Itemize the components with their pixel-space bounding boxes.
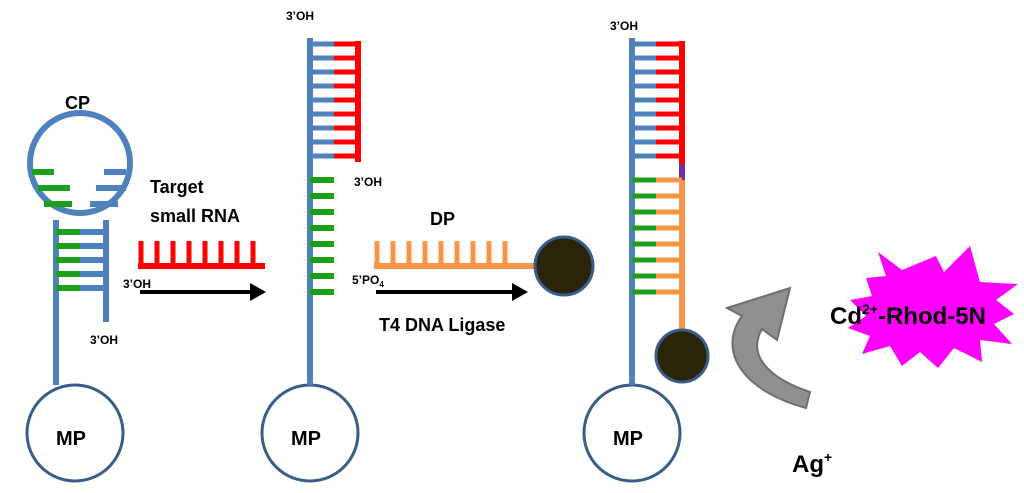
mp-label-2: MP <box>291 428 321 450</box>
cp-3oh-label: 3’OH <box>90 333 118 347</box>
panel3-green-pairs <box>632 177 682 295</box>
target-label-line1: Target <box>150 177 204 197</box>
panel2-3oh-top: 3’OH <box>286 9 314 23</box>
reaction-arrow-2 <box>376 283 528 301</box>
fluorescence-burst <box>848 246 1018 368</box>
cp-stem-pairs <box>56 229 106 291</box>
panel-3-ligated: 3’OH MP <box>582 19 710 483</box>
silver-nanoparticle-1 <box>533 235 595 297</box>
cd-rhod-label: Cd2+-Rhod-5N <box>830 301 986 330</box>
mp-label-1: MP <box>56 428 86 450</box>
detection-probe <box>374 235 595 297</box>
ag-ion-label: Ag+ <box>792 449 832 478</box>
ligase-label: T4 DNA Ligase <box>379 315 505 335</box>
cp-loop <box>27 110 133 216</box>
target-3oh-label: 3’OH <box>123 277 151 291</box>
dp-5po4-label: 5’PO4 <box>352 273 384 289</box>
panel-1-capture-probe: CP 3’OH MP <box>25 93 133 483</box>
panel2-green-bases <box>310 177 334 295</box>
panel2-3oh-mid: 3’OH <box>354 175 382 189</box>
silver-nanoparticle-2 <box>654 328 710 384</box>
cp-loop-bases <box>32 169 126 207</box>
panel2-red-pairs <box>310 41 358 159</box>
panel-2-hybrid: 3’OH 3’OH MP <box>260 9 382 483</box>
magnetic-particle-1 <box>25 383 125 483</box>
cp-label: CP <box>65 93 90 113</box>
target-rna <box>138 241 265 269</box>
panel3-3oh-top: 3’OH <box>610 19 638 33</box>
curved-arrow-ag <box>724 286 812 410</box>
reaction-arrow-1 <box>140 283 266 301</box>
mp-label-3: MP <box>613 428 643 450</box>
panel3-red-pairs <box>632 41 682 159</box>
dp-label: DP <box>430 209 455 229</box>
target-label-line2: small RNA <box>150 206 240 226</box>
